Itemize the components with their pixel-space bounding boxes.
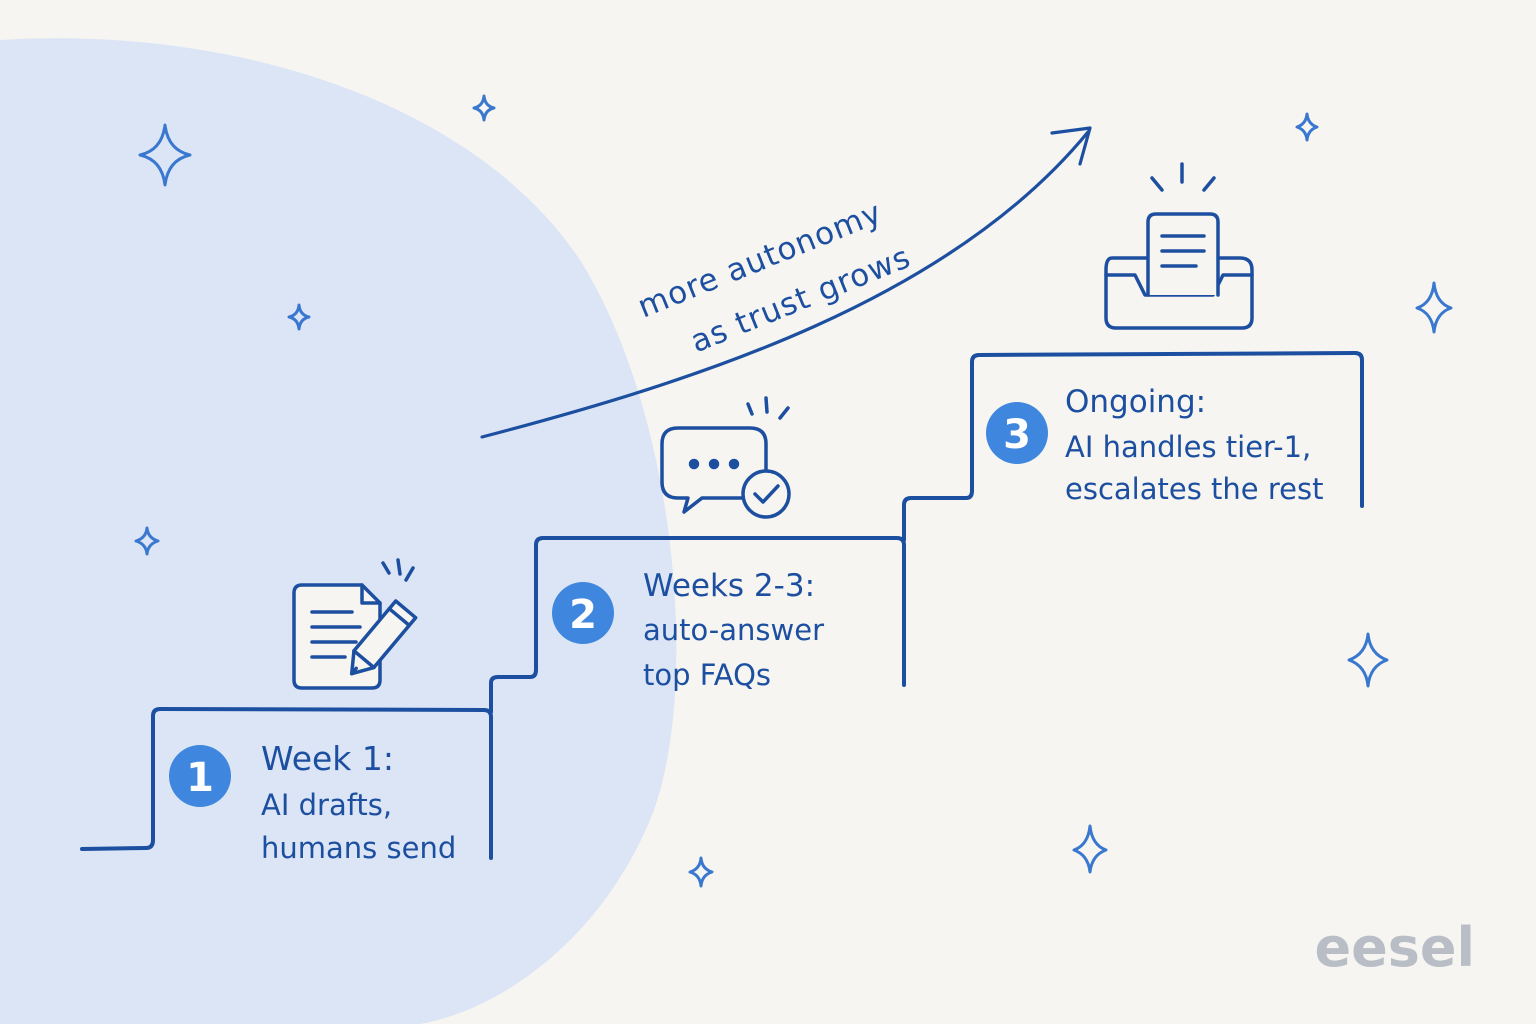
inbox-tray-icon [1104, 162, 1254, 330]
step-number: 2 [569, 592, 597, 638]
chat-check-icon [660, 396, 791, 519]
step-1: 1 Week 1: AI drafts, humans send [169, 558, 456, 865]
step-number: 1 [186, 755, 214, 801]
background-blob [0, 38, 677, 1024]
arrowhead-icon [1050, 126, 1092, 166]
step-badge [169, 745, 231, 807]
step-title: Ongoing: [1065, 384, 1206, 420]
sparkle-icon [1347, 632, 1389, 688]
step-number: 3 [1003, 412, 1031, 458]
sparkle-icon [134, 526, 160, 556]
arrow-caption: more autonomy as trust grows [633, 195, 916, 361]
step-line-2: escalates the rest [1065, 472, 1323, 506]
sparkle-icon [688, 856, 714, 888]
step-badge [986, 402, 1048, 464]
step-line-1: auto-answer [643, 613, 824, 647]
step-line-2: humans send [261, 831, 456, 865]
brand-logo: eesel [1314, 916, 1475, 979]
step-line-2: top FAQs [643, 658, 771, 692]
document-pencil-icon [292, 558, 418, 690]
sparkles [134, 94, 1453, 888]
growth-arrow [480, 126, 1092, 439]
step-title: Weeks 2-3: [643, 568, 815, 604]
sparkle-icon [1072, 824, 1108, 874]
step-title: Week 1: [261, 739, 394, 778]
step-line-1: AI handles tier-1, [1065, 430, 1311, 464]
sparkle-icon [472, 94, 496, 122]
staircase-outline [80, 351, 1364, 860]
sparkle-icon [1415, 281, 1453, 334]
step-3: 3 Ongoing: AI handles tier-1, escalates … [986, 162, 1323, 506]
sparkle-icon [1295, 112, 1319, 142]
step-2: 2 Weeks 2-3: auto-answer top FAQs [552, 396, 824, 692]
sparkle-icon [287, 303, 311, 331]
step-badge [552, 582, 614, 644]
step-line-1: AI drafts, [261, 788, 392, 822]
sparkle-icon [138, 123, 192, 187]
